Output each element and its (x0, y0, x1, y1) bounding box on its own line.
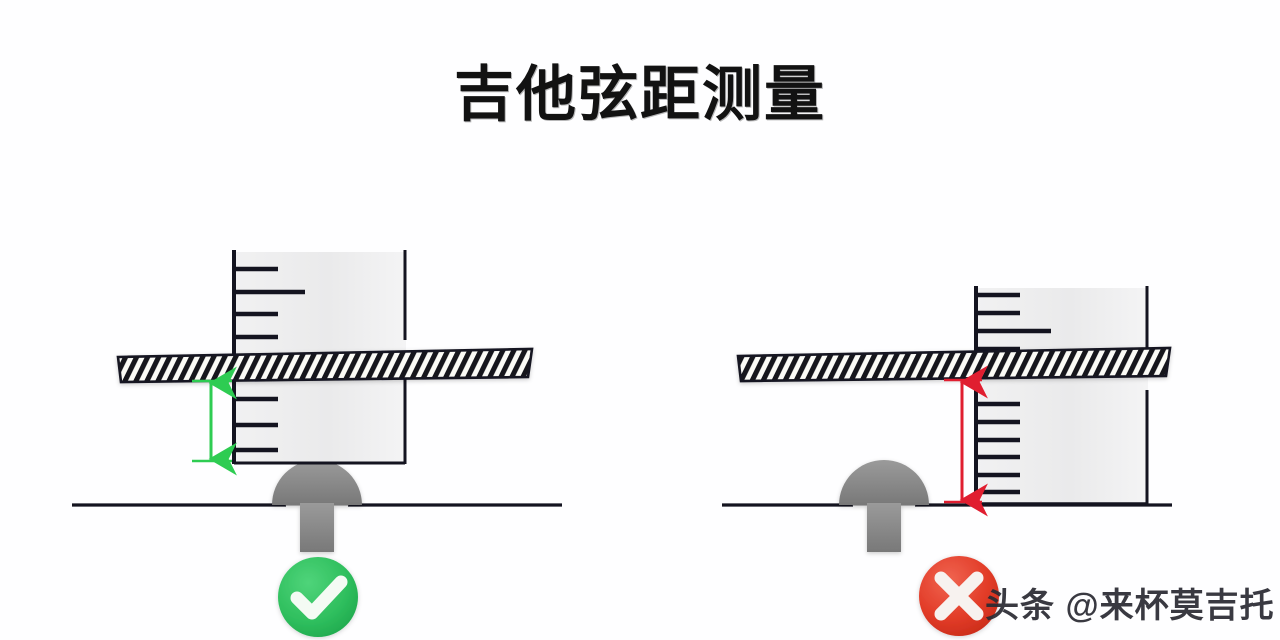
cross-circle-icon (919, 556, 999, 636)
check-circle-icon (278, 557, 358, 637)
page-title: 吉他弦距测量 (454, 61, 826, 128)
watermark-text: 头条 @来杯莫吉托 (985, 587, 1275, 625)
ruler-ticks-upper (978, 292, 1051, 352)
fret-wire (272, 460, 362, 552)
string-height-arrow (192, 366, 237, 476)
incorrect-measurement-panel (722, 286, 1172, 636)
ruler-ticks-lower (236, 396, 278, 453)
guitar-string (736, 346, 1172, 383)
correct-measurement-panel (72, 250, 562, 637)
fret-wire (839, 460, 929, 552)
guitar-string (116, 347, 534, 384)
string-height-arrow (944, 365, 988, 517)
measuring-ruler (974, 286, 1149, 506)
